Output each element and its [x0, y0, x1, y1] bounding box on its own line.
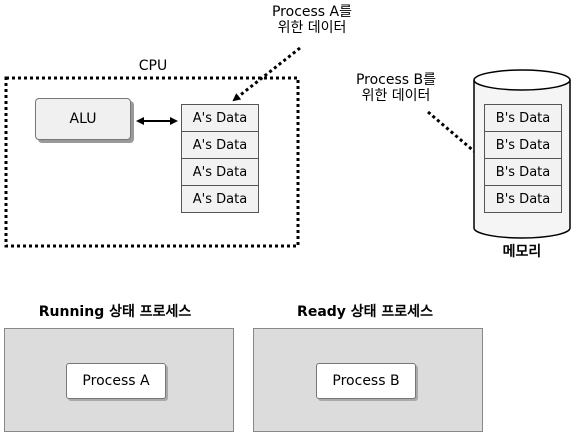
- process-a-pointer-arrow: [232, 46, 301, 102]
- process-a-note-line1: Process A를: [271, 4, 353, 20]
- cpu-label: CPU: [138, 58, 168, 74]
- running-panel-title: Running 상태 프로세스: [38, 304, 192, 320]
- cpu-boundary: [4, 76, 300, 248]
- register-cell: A's Data: [181, 158, 259, 186]
- process-a-note-line2: 위한 데이터: [277, 20, 347, 36]
- process-b-box: Process B: [316, 363, 416, 399]
- register-cell: A's Data: [181, 131, 259, 159]
- ready-panel: [253, 328, 483, 432]
- process-b-note-line1: Process B를: [355, 72, 437, 88]
- memory-cell: B's Data: [484, 104, 562, 132]
- register-cell: A's Data: [181, 185, 259, 213]
- register-cell: A's Data: [181, 104, 259, 132]
- memory-cell: B's Data: [484, 158, 562, 186]
- process-a-box: Process A: [66, 363, 166, 399]
- alu-box: ALU: [35, 98, 131, 140]
- process-b-note-line2: 위한 데이터: [361, 88, 431, 104]
- memory-cell: B's Data: [484, 185, 562, 213]
- memory-cell: B's Data: [484, 131, 562, 159]
- memory-label: 메모리: [502, 244, 542, 260]
- ready-panel-title: Ready 상태 프로세스: [297, 304, 433, 320]
